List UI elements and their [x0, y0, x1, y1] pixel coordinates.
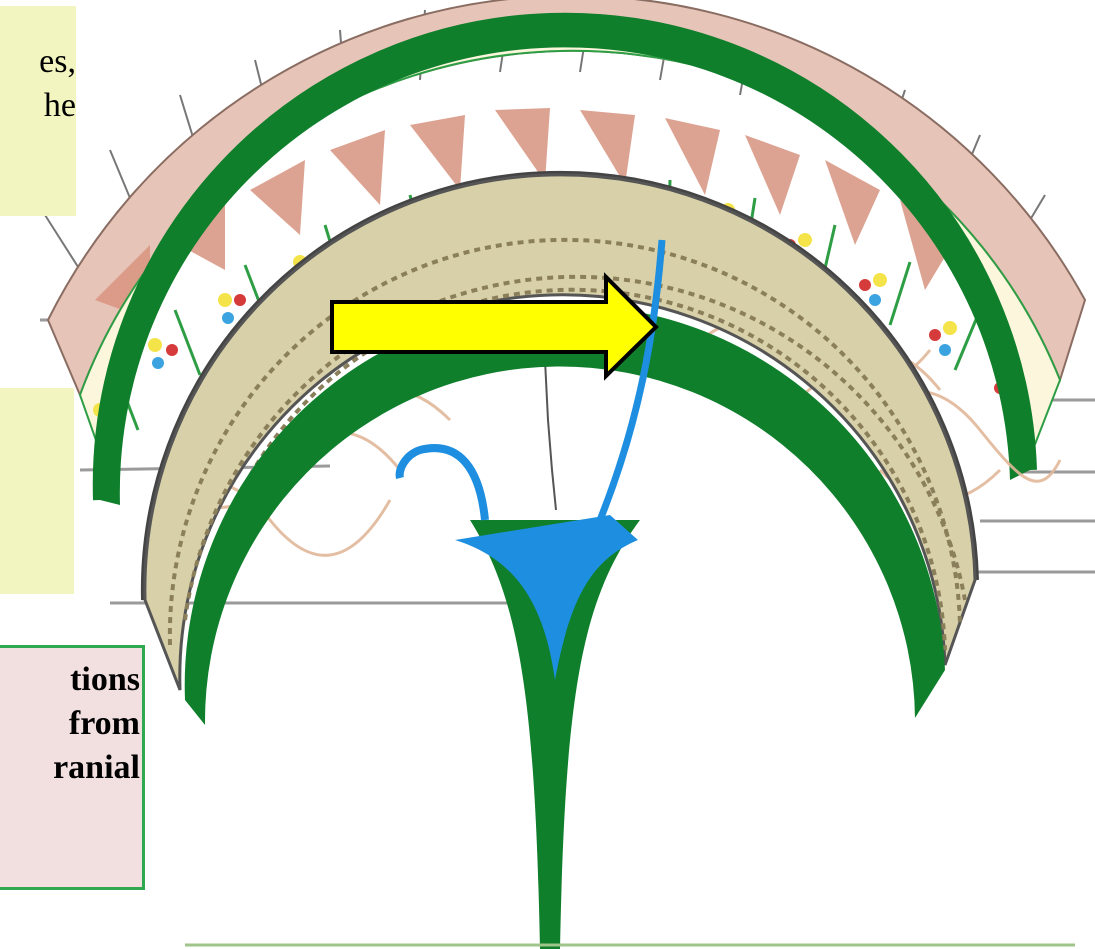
diploic-vein	[400, 448, 485, 520]
callout-bottom-highlight: tions from ranial	[0, 645, 145, 890]
callout-middle-note	[0, 388, 74, 594]
callout-bottom-line-2: from	[0, 702, 142, 746]
callout-bottom-line-1: tions	[0, 648, 142, 702]
callout-top-line-2: he	[0, 84, 76, 128]
callout-bottom-line-3: ranial	[0, 746, 142, 790]
callout-top-note: es, he	[0, 6, 76, 216]
callout-top-line-1: es,	[0, 6, 76, 84]
